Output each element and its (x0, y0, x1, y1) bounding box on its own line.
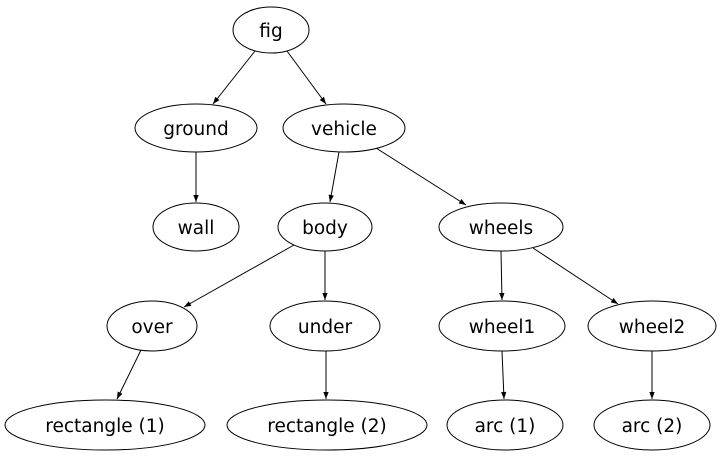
node-wheel2: wheel2 (587, 300, 717, 352)
node-wall: wall (152, 202, 240, 252)
node-rectangle1-label: rectangle (1) (45, 416, 164, 437)
node-wheel2-shape (587, 300, 717, 352)
node-body-shape (277, 202, 373, 252)
node-ground: ground (134, 103, 258, 153)
node-over: over (106, 300, 198, 352)
node-under-shape (269, 300, 381, 352)
edge-over-rectangle1 (116, 349, 142, 400)
node-under: under (269, 300, 381, 352)
edge-fig-vehicle (286, 50, 327, 105)
node-layer: fig ground vehicle wall body wheels (4, 6, 717, 451)
node-rectangle2-label: rectangle (2) (267, 416, 386, 437)
node-fig-label: fig (259, 21, 282, 42)
node-wheels: wheels (438, 202, 564, 252)
node-ground-label: ground (163, 119, 228, 140)
edge-vehicle-body (328, 151, 340, 203)
node-wheel1-shape (438, 300, 566, 352)
node-wheel1-label: wheel1 (469, 317, 536, 338)
node-body-label: body (302, 218, 348, 239)
node-wheels-shape (438, 202, 564, 252)
node-over-shape (106, 300, 198, 352)
node-fig-shape (232, 6, 310, 54)
node-arc1-shape (446, 399, 564, 451)
node-ground-shape (134, 103, 258, 153)
node-vehicle-label: vehicle (311, 119, 377, 140)
node-fig: fig (232, 6, 310, 54)
node-arc2: arc (2) (593, 399, 711, 451)
node-vehicle-shape (282, 103, 406, 153)
node-wall-label: wall (178, 218, 215, 239)
node-wheel1: wheel1 (438, 300, 566, 352)
node-wheels-label: wheels (469, 218, 533, 239)
edge-wheels-wheel1 (499, 250, 505, 301)
edge-wheels-wheel2 (532, 247, 619, 305)
node-rectangle2-shape (226, 399, 428, 451)
node-under-label: under (298, 317, 353, 338)
edge-wheel1-arc1 (501, 350, 507, 400)
node-wall-shape (152, 202, 240, 252)
node-vehicle: vehicle (282, 103, 406, 153)
node-rectangle1: rectangle (1) (4, 399, 206, 451)
node-over-label: over (131, 317, 173, 338)
node-wheel2-label: wheel2 (619, 317, 686, 338)
edge-fig-ground (212, 50, 256, 105)
node-arc2-shape (593, 399, 711, 451)
node-rectangle1-shape (4, 399, 206, 451)
node-rectangle2: rectangle (2) (226, 399, 428, 451)
edge-body-over (183, 244, 295, 308)
node-arc1: arc (1) (446, 399, 564, 451)
edge-vehicle-wheels (375, 147, 467, 206)
node-arc1-label: arc (1) (475, 416, 536, 437)
node-arc2-label: arc (2) (622, 416, 683, 437)
node-body: body (277, 202, 373, 252)
edge-layer (116, 50, 655, 400)
